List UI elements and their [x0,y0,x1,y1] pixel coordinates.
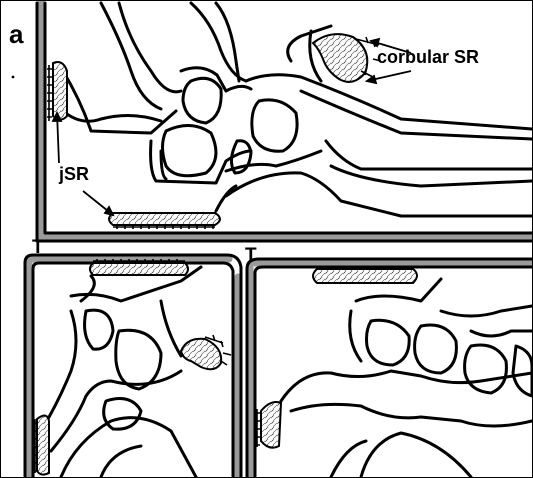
panel-label: a [9,19,23,50]
jsr-lower-left-top [90,263,188,275]
jsr-lower-right-side [261,402,281,448]
corbular-sr-label: corbular SR [377,47,479,68]
jsr-lower-left-side [37,415,49,474]
jsr-top-left [53,62,67,120]
sr-network-lower-left [41,267,201,477]
corbular-sr-top [313,34,367,82]
stray-dot [12,76,15,79]
sr-network-top [63,3,532,216]
t-tubule-label-right: T [245,245,257,267]
corbular-sr-lower-left [181,339,221,370]
sr-network-lower-right [281,279,532,477]
jsr-top-cell [109,213,220,225]
jsr-lower-right-top [313,269,417,283]
t-tubule-label-left: T [32,237,44,259]
jsr-label: jSR [59,164,89,185]
